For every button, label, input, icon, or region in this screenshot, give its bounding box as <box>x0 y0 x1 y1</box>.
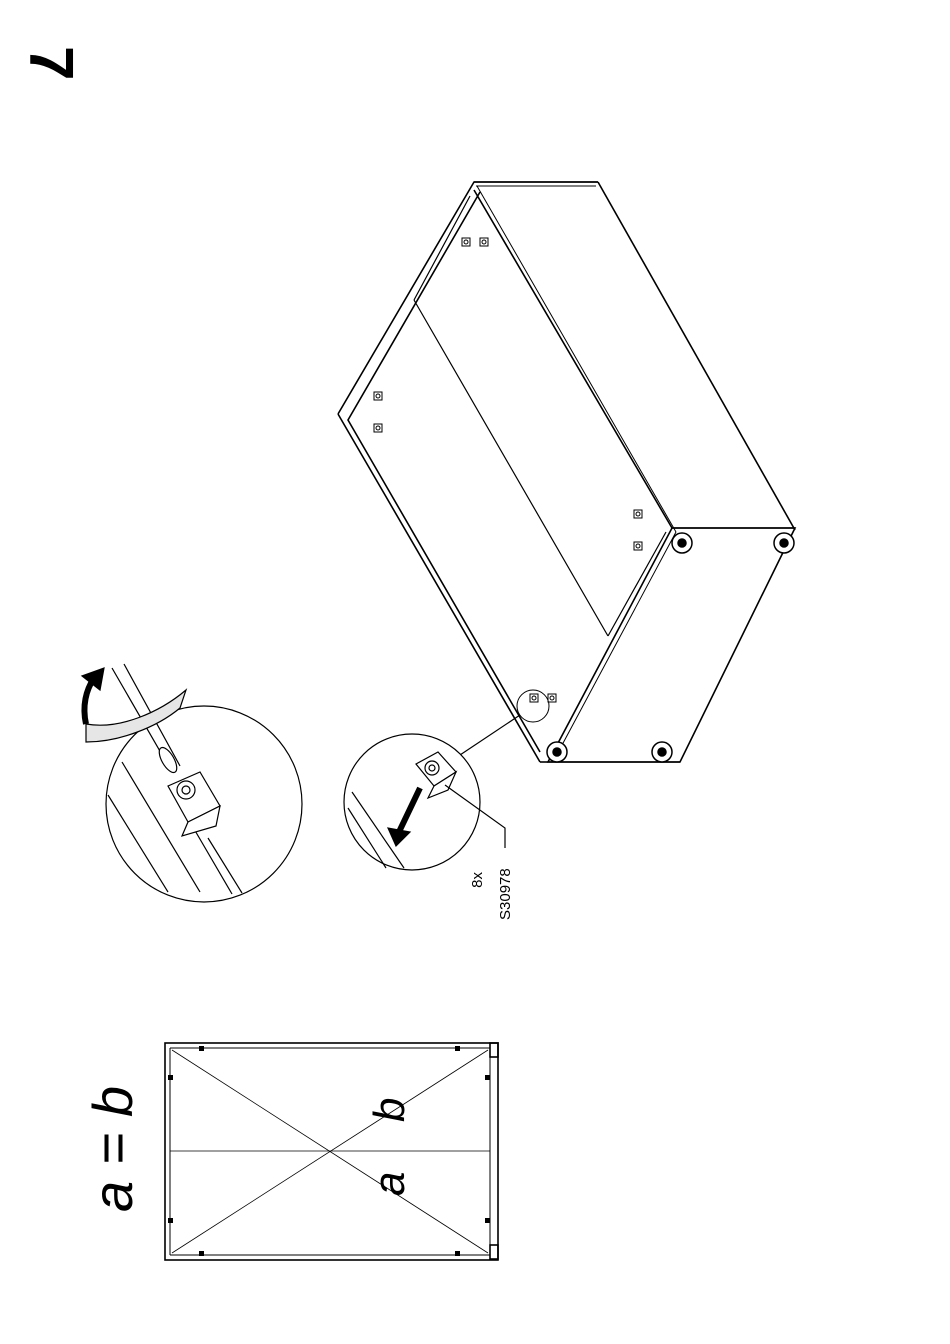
carcass-front-right <box>598 182 795 530</box>
top-panel-inner <box>474 190 795 528</box>
rotate-arrow-icon <box>82 668 104 724</box>
step-number: 7 <box>16 46 85 80</box>
diagonal-label-b: b <box>365 1098 414 1122</box>
cam-fitting-icon <box>548 694 556 702</box>
cam-fitting-icon <box>374 392 382 400</box>
cam-fitting-icon <box>374 424 382 432</box>
part-quantity: 8x <box>469 872 486 888</box>
diagonal-equation: a = b <box>81 1086 144 1212</box>
cam-fittings <box>374 238 642 722</box>
diagonal-check-view <box>165 1043 498 1260</box>
cam-fitting-icon <box>462 238 470 246</box>
cam-fitting-icon <box>480 238 488 246</box>
back-panel-top <box>414 196 470 300</box>
cam-fitting-icon <box>634 542 642 550</box>
end-panel <box>548 528 795 762</box>
top-panel-edge <box>477 186 676 532</box>
cam-fitting-icon <box>530 694 538 702</box>
end-panel-inner <box>554 532 676 760</box>
cabinet-carcass <box>338 182 795 762</box>
part-label: 8x S30978 <box>469 868 514 920</box>
step-number-text: 7 <box>16 46 85 80</box>
detail-insert-cam <box>344 715 520 870</box>
carcass-left-edge <box>338 182 598 414</box>
cam-fitting-icon <box>634 510 642 518</box>
diagonal-label-a: a <box>365 1172 414 1196</box>
feet <box>547 533 794 762</box>
top-panel-inner-2 <box>348 192 540 752</box>
leader-line <box>460 715 520 755</box>
part-code: S30978 <box>497 868 514 920</box>
detail-tighten <box>82 664 302 902</box>
